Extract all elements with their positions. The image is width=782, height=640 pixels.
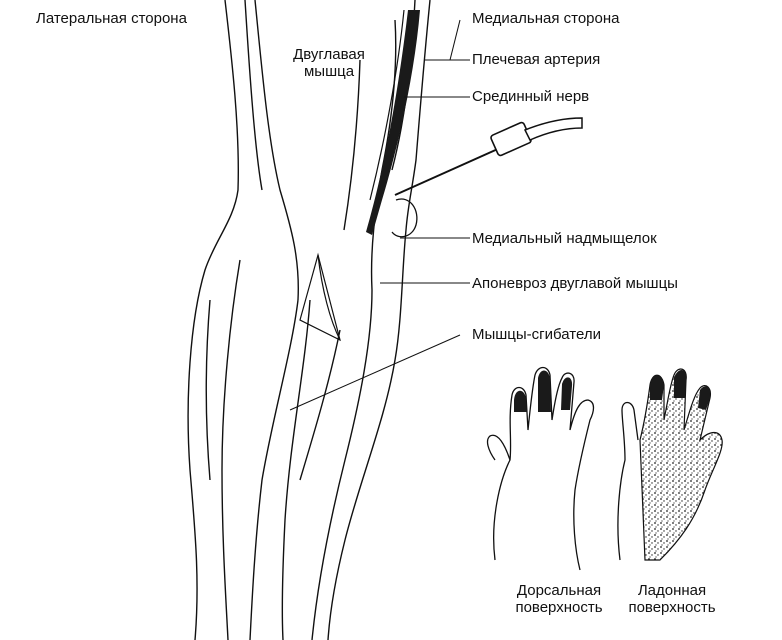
dorsal-surface-label: Дорсальная поверхность bbox=[505, 582, 613, 616]
brachial-artery-band bbox=[366, 9, 420, 235]
syringe-icon bbox=[394, 117, 583, 196]
flexor-muscles-label: Мышцы-сгибатели bbox=[472, 326, 601, 343]
medial-side-label: Медиальная сторона bbox=[472, 10, 620, 27]
lateral-side-label: Латеральная сторона bbox=[36, 10, 187, 27]
palmar-surface-line2: поверхность bbox=[628, 599, 716, 616]
biceps-label: Двуглавая мышца bbox=[284, 46, 374, 80]
palmar-hand bbox=[617, 368, 723, 561]
aponeurosis-shape bbox=[299, 252, 341, 342]
palmar-surface-line1: Ладонная bbox=[637, 582, 707, 599]
brachial-artery-label: Плечевая артерия bbox=[472, 51, 601, 68]
dorsal-finger-shading bbox=[514, 370, 573, 412]
dorsal-hand bbox=[486, 366, 595, 571]
arm-outline bbox=[187, 0, 431, 640]
biceps-label-line1: Двуглавая bbox=[293, 46, 365, 63]
dorsal-surface-line1: Дорсальная bbox=[516, 582, 602, 599]
dorsal-surface-line2: поверхность bbox=[515, 599, 603, 616]
biceps-aponeurosis-label: Апоневроз двуглавой мышцы bbox=[472, 275, 678, 292]
palmar-surface-label: Ладонная поверхность bbox=[618, 582, 726, 616]
medial-epicondyle-label: Медиальный надмыщелок bbox=[472, 230, 657, 247]
median-nerve-label: Срединный нерв bbox=[472, 88, 590, 105]
biceps-label-line2: мышца bbox=[303, 63, 355, 80]
leader-lines bbox=[289, 19, 470, 411]
medial-epicondyle bbox=[391, 198, 418, 238]
